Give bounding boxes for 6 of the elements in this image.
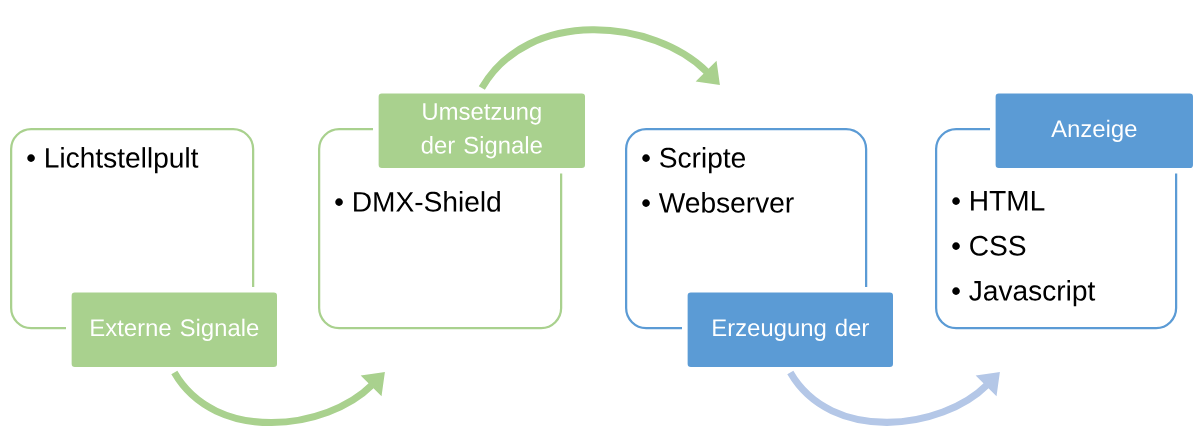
curved-arrow <box>478 26 720 91</box>
heading-tab: Externe Signale <box>66 287 283 373</box>
curved-arrow <box>787 370 1000 426</box>
heading-tab: Anzeige <box>990 88 1193 174</box>
curved-arrow <box>171 370 385 427</box>
heading-tab: Erzeugung der <box>682 287 899 373</box>
